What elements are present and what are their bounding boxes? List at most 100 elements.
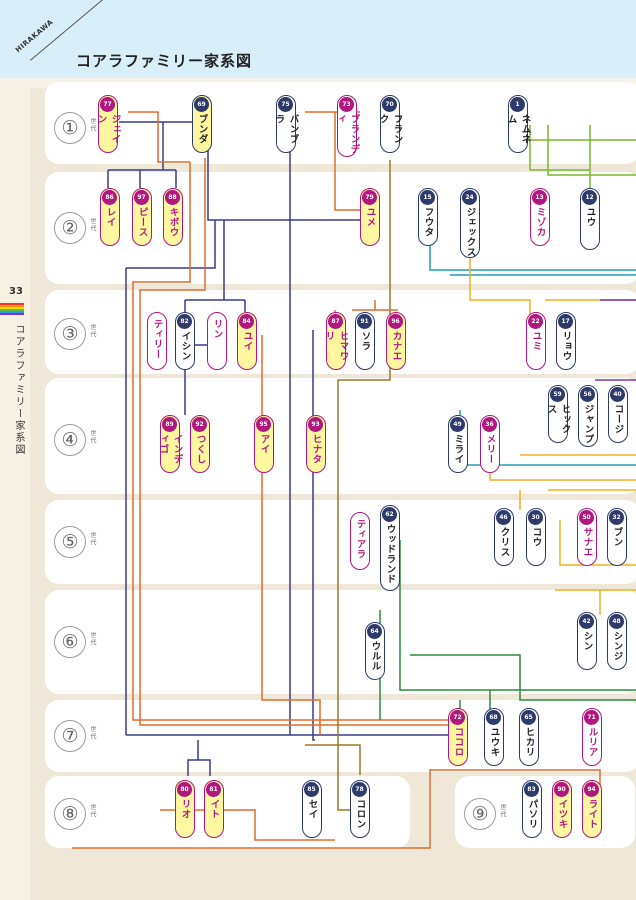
koala-number-badge: 49: [450, 417, 465, 432]
generation-number: ⑦: [54, 720, 86, 752]
koala-number-badge: 83: [524, 782, 539, 797]
koala-name: カナエ: [390, 331, 402, 361]
koala-number-badge: 62: [382, 507, 397, 522]
koala-number-badge: 48: [609, 614, 624, 629]
koala-name: ブン: [611, 527, 623, 547]
koala-name: ヒナタ: [310, 434, 322, 464]
koala-number-badge: 56: [580, 387, 595, 402]
koala-name: ネムネム: [505, 114, 531, 144]
koala-number-badge: 40: [610, 387, 625, 402]
koala-name: セイ: [306, 799, 318, 819]
koala-node: 62 ウッドランド: [380, 505, 400, 591]
koala-number-badge: 17: [558, 314, 573, 329]
koala-name: コージ: [612, 404, 624, 434]
koala-number-badge: 91: [357, 314, 372, 329]
koala-name: ユウキ: [488, 727, 500, 757]
koala-name: ココロ: [452, 727, 464, 757]
koala-number-badge: 78: [352, 782, 367, 797]
koala-name: ジェックス: [464, 207, 476, 257]
koala-name: ブランディ: [334, 114, 360, 154]
koala-number-badge: 69: [194, 97, 209, 112]
koala-name: ヒマワリ: [323, 331, 349, 361]
koala-name: サナエ: [581, 527, 593, 557]
koala-number-badge: 88: [165, 190, 180, 205]
koala-name: イシン: [179, 331, 191, 361]
koala-name: シンジ: [611, 631, 623, 661]
koala-node: 75 バンブラ: [273, 95, 299, 153]
koala-number-badge: 13: [532, 190, 547, 205]
page-title: コアラファミリー家系図: [76, 52, 253, 70]
koala-number-badge: 79: [362, 190, 377, 205]
koala-number-badge: 86: [102, 190, 117, 205]
koala-number-badge: 89: [162, 417, 177, 432]
generation-number: ⑥: [54, 626, 86, 658]
koala-node: 79 ユメ: [360, 188, 380, 246]
koala-node: リン: [207, 312, 227, 370]
koala-name: ソラ: [359, 331, 371, 351]
koala-node: 50 サナエ: [577, 508, 597, 566]
koala-name: リン: [211, 319, 223, 339]
koala-node: 17 リョウ: [556, 312, 576, 370]
koala-name: ティリー: [151, 319, 163, 359]
generation-number: ⑨: [464, 798, 496, 830]
koala-name: ピース: [136, 207, 148, 237]
koala-node: 24 ジェックス: [460, 188, 480, 258]
koala-node: 86 レイ: [100, 188, 120, 246]
koala-name: シン: [581, 631, 593, 651]
generation-number: ②: [54, 212, 86, 244]
koala-number-badge: 30: [528, 510, 543, 525]
koala-name: リョウ: [560, 331, 572, 361]
koala-number-badge: 71: [584, 710, 599, 725]
koala-name: ティアラ: [354, 519, 366, 559]
koala-name: パソリ: [526, 799, 538, 829]
koala-name: ミゾカ: [534, 207, 546, 237]
koala-name: ウッドランド: [384, 524, 396, 584]
generation-number: ④: [54, 424, 86, 456]
side-strip: [0, 88, 30, 900]
koala-node: ティアラ: [350, 512, 370, 570]
koala-number-badge: 73: [339, 97, 354, 112]
koala-number-badge: 24: [462, 190, 477, 205]
koala-name: レイ: [104, 207, 116, 227]
koala-number-badge: 32: [609, 510, 624, 525]
koala-node: 85 セイ: [302, 780, 322, 838]
koala-number-badge: 75: [278, 97, 293, 112]
koala-name: ユメ: [364, 207, 376, 227]
koala-number-badge: 90: [554, 782, 569, 797]
koala-name: ユミ: [530, 331, 542, 351]
koala-name: メリー: [484, 434, 496, 464]
koala-number-badge: 95: [256, 417, 271, 432]
koala-name: リオ: [179, 799, 191, 819]
koala-number-badge: 50: [579, 510, 594, 525]
koala-name: ウルル: [369, 641, 381, 671]
koala-node: 40 コージ: [608, 385, 628, 443]
koala-number-badge: 84: [239, 314, 254, 329]
koala-number-badge: 12: [582, 190, 597, 205]
koala-number-badge: 85: [304, 782, 319, 797]
koala-number-badge: 81: [206, 782, 221, 797]
koala-name: バンブラ: [273, 114, 299, 144]
koala-number-badge: 92: [192, 417, 207, 432]
koala-name: ジャンプ: [582, 404, 594, 444]
